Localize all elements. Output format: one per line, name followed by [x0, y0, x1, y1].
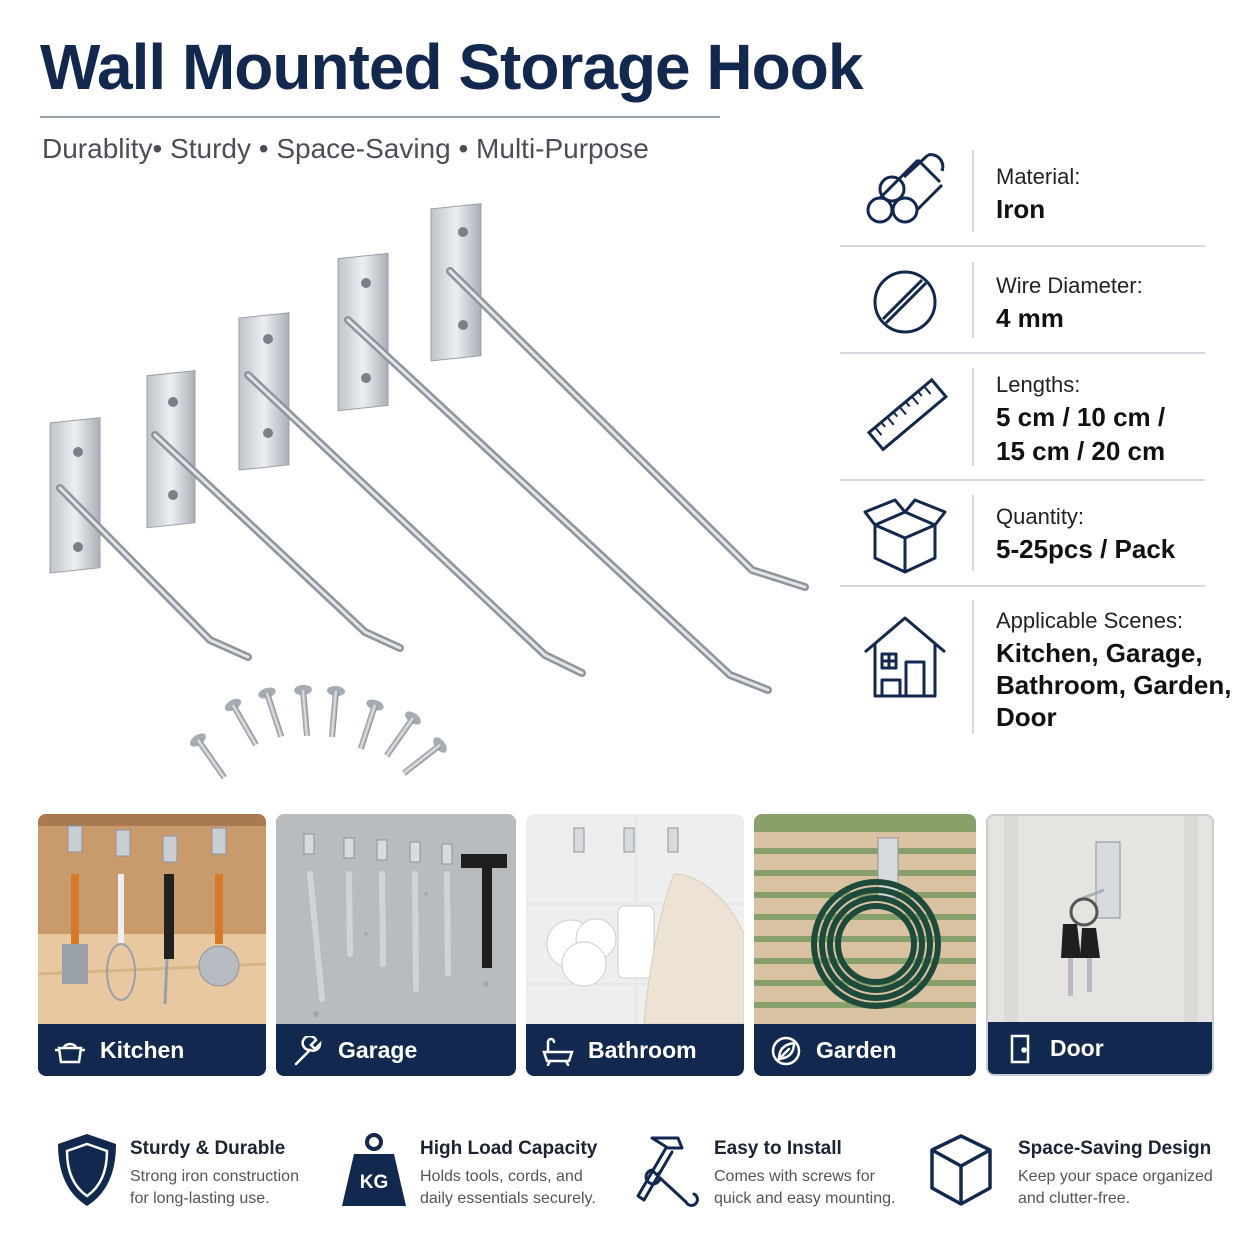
scene-card-door: Door [986, 814, 1214, 1076]
scene-label-bar: Garden [754, 1024, 976, 1076]
scene-label-bar: Kitchen [38, 1024, 266, 1076]
kg-badge: KG [360, 1172, 389, 1193]
cube-icon [930, 1134, 992, 1206]
spec-label: Lengths: [996, 372, 1081, 397]
wrench-icon [294, 1036, 322, 1066]
spec-divider [840, 479, 1205, 481]
house-icon [864, 616, 946, 698]
spec-value-line-2: Bathroom, Garden, [996, 670, 1232, 700]
ruler-icon [866, 377, 949, 452]
box-icon [863, 498, 947, 574]
scene-card-garden: Garden [754, 814, 976, 1076]
scene-label: Kitchen [100, 1037, 185, 1063]
spec-material: Material: Iron [840, 150, 1205, 235]
scene-label-bar: Garage [276, 1024, 516, 1076]
spec-wire-diameter: Wire Diameter: 4 mm [840, 262, 1205, 342]
spec-value-line-2: 15 cm / 20 cm [996, 436, 1166, 466]
spec-value: Iron [996, 194, 1046, 224]
mounting-screws [190, 684, 447, 780]
scene-label-bar: Bathroom [526, 1024, 744, 1076]
kg-weight-icon: KG [342, 1133, 406, 1206]
bathtub-icon [542, 1037, 574, 1066]
scene-label: Garden [816, 1037, 897, 1063]
product-illustration [49, 203, 809, 780]
scene-label: Bathroom [588, 1037, 697, 1063]
page-title: Wall Mounted Storage Hook [40, 31, 863, 103]
feature-title: Sturdy & Durable [130, 1138, 286, 1159]
scene-label-bar: Door [988, 1022, 1212, 1074]
hook-20cm [430, 203, 809, 591]
scene-label: Garage [338, 1037, 418, 1063]
scene-card-kitchen: Kitchen [38, 814, 266, 1076]
spec-label: Wire Diameter: [996, 273, 1143, 298]
spec-value: 4 mm [996, 303, 1064, 333]
hook-10cm [238, 312, 586, 677]
spec-divider [840, 245, 1205, 247]
scene-card-garage: Garage [276, 814, 516, 1076]
feature-title: Space-Saving Design [1018, 1138, 1212, 1159]
spec-label: Quantity: [996, 504, 1085, 529]
scene-label: Door [1050, 1035, 1104, 1061]
wire-diameter-icon [873, 270, 937, 334]
spec-quantity: Quantity: 5-25pcs / Pack [840, 495, 1205, 575]
hammer-wrench-icon [636, 1136, 699, 1207]
spec-lengths: Lengths: 5 cm / 10 cm / 15 cm / 20 cm [840, 368, 1205, 468]
iron-rods-icon [866, 153, 945, 224]
title-divider [40, 116, 720, 118]
spec-divider [840, 585, 1205, 587]
spec-label: Material: [996, 164, 1081, 189]
spec-value-line-3: Door [996, 702, 1057, 732]
shield-icon [58, 1134, 116, 1206]
feature-title: High Load Capacity [420, 1138, 598, 1159]
hook-5cm-b [146, 370, 404, 652]
hook-15cm [337, 252, 772, 694]
spec-value-line-1: 5 cm / 10 cm / [996, 402, 1166, 432]
feature-title: Easy to Install [714, 1138, 842, 1159]
door-icon [1010, 1034, 1030, 1064]
spec-divider [840, 352, 1205, 354]
tagline: Durablity• Sturdy • Space-Saving • Multi… [42, 133, 649, 164]
spec-applicable-scenes: Applicable Scenes: Kitchen, Garage, Bath… [840, 600, 1231, 735]
hook-5cm-a [49, 417, 252, 661]
pot-icon [55, 1042, 85, 1064]
leaf-icon [771, 1036, 801, 1066]
spec-label: Applicable Scenes: [996, 608, 1184, 633]
spec-value: 5-25pcs / Pack [996, 534, 1176, 564]
scene-card-bathroom: Bathroom [526, 814, 744, 1076]
spec-value-line-1: Kitchen, Garage, [996, 638, 1203, 668]
